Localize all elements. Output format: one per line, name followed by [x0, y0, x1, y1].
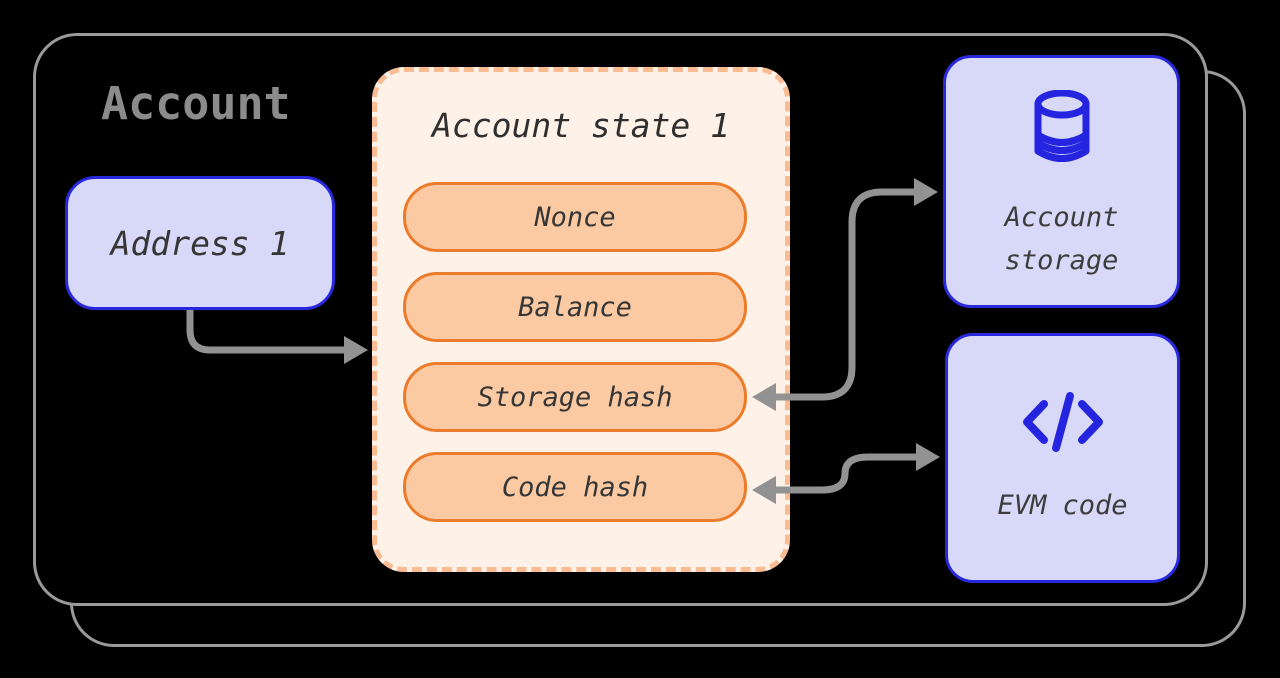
diagram-title: Account [101, 77, 291, 130]
account-state-title: Account state 1 [431, 106, 730, 145]
state-field-label: Balance [518, 291, 632, 323]
evm-code-box: EVM code [945, 333, 1180, 583]
account-storage-label: Account storage [1004, 202, 1119, 276]
state-field-label: Storage hash [477, 381, 673, 413]
state-field-nonce: Nonce [403, 182, 747, 252]
address-box: Address 1 [65, 176, 335, 310]
account-storage-box: Account storage [943, 55, 1180, 308]
state-field-code-hash: Code hash [403, 452, 747, 522]
state-field-storage-hash: Storage hash [403, 362, 747, 432]
database-icon [1034, 90, 1089, 162]
code-icon [1022, 392, 1103, 452]
evm-code-label: EVM code [997, 490, 1128, 521]
state-field-label: Nonce [534, 201, 616, 233]
state-field-label: Code hash [501, 471, 649, 503]
address-label: Address 1 [110, 223, 290, 263]
state-field-balance: Balance [403, 272, 747, 342]
